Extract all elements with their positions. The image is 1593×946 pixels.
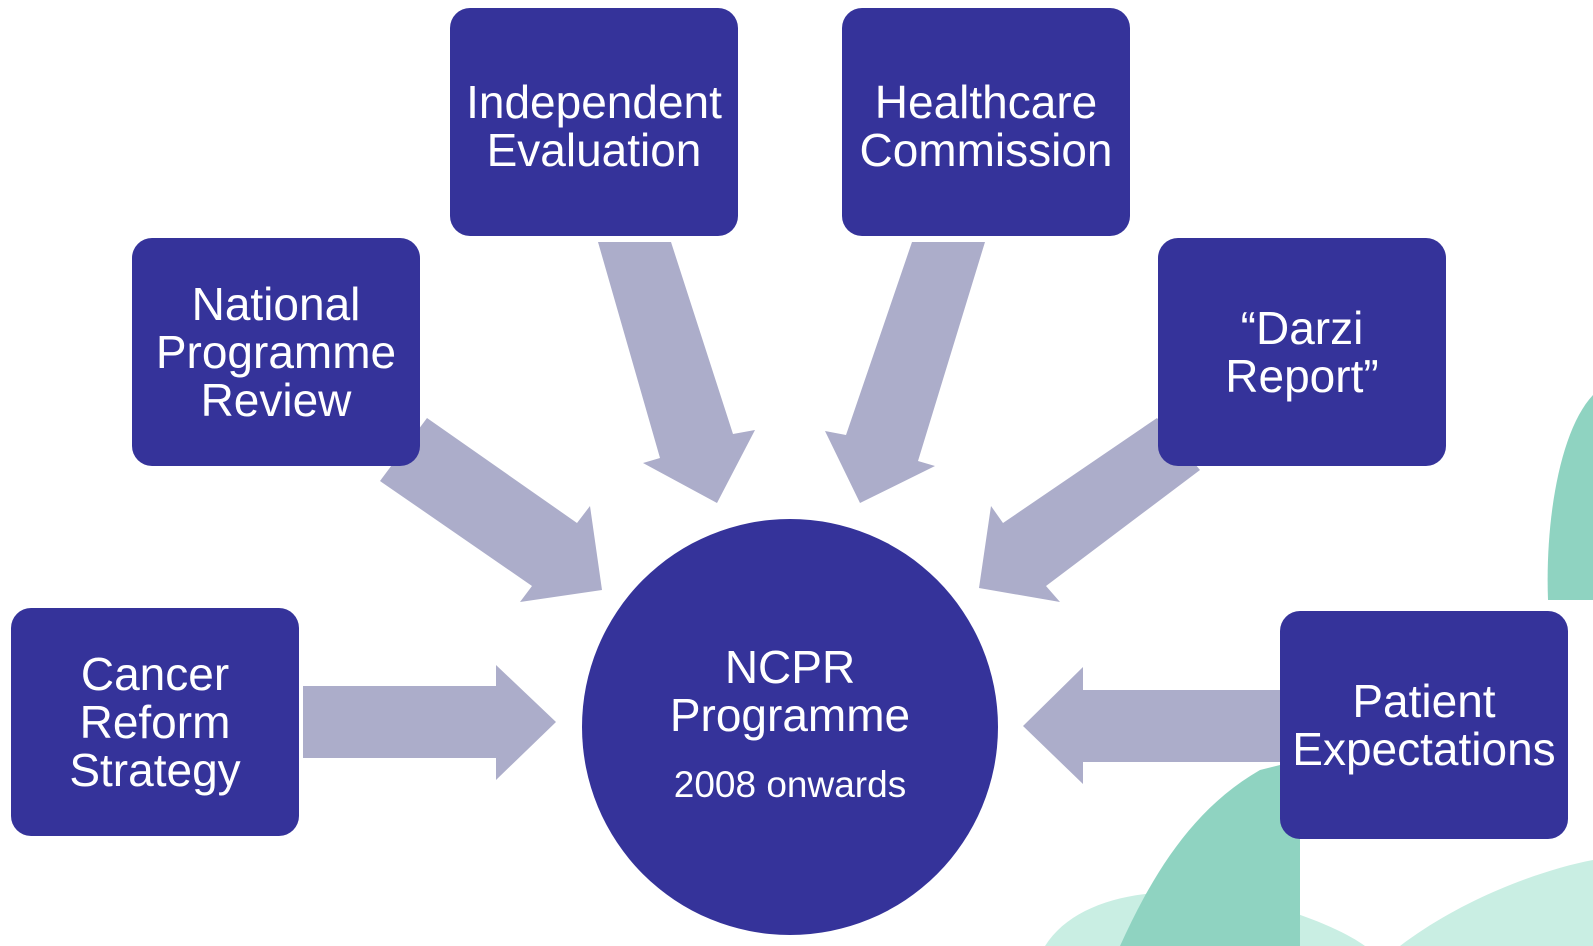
node-national-programme-review: National Programme Review [132,238,420,466]
node-label: Cancer Reform Strategy [69,648,241,796]
node-patient-expectations: Patient Expectations [1280,611,1568,839]
swirl-stroke-right [1547,395,1593,600]
node-label: National Programme Review [155,278,397,426]
arrow-from-patient-expectations [1023,667,1280,784]
node-label: Healthcare Commission [859,76,1113,176]
node-label: Independent Evaluation [466,76,722,176]
center-node-ncpr-programme: NCPR Programme 2008 onwards [582,519,998,935]
node-cancer-reform-strategy: Cancer Reform Strategy [11,608,299,836]
swirl-stroke-bottom [1400,860,1593,946]
center-title: NCPR Programme [669,641,911,741]
center-subtitle: 2008 onwards [673,764,907,805]
arrow-from-national-programme-review [380,418,602,602]
swirl-stroke-main [1120,760,1300,946]
node-independent-evaluation: Independent Evaluation [450,8,738,236]
node-label: Patient Expectations [1292,675,1556,775]
arrow-from-healthcare-commission [825,242,985,503]
arrow-from-cancer-reform-strategy [303,665,556,780]
node-label: “Darzi Report” [1225,302,1379,402]
arrow-from-independent-evaluation [598,242,755,503]
arrow-from-darzi-report [979,418,1200,602]
node-darzi-report: “Darzi Report” [1158,238,1446,466]
node-healthcare-commission: Healthcare Commission [842,8,1130,236]
